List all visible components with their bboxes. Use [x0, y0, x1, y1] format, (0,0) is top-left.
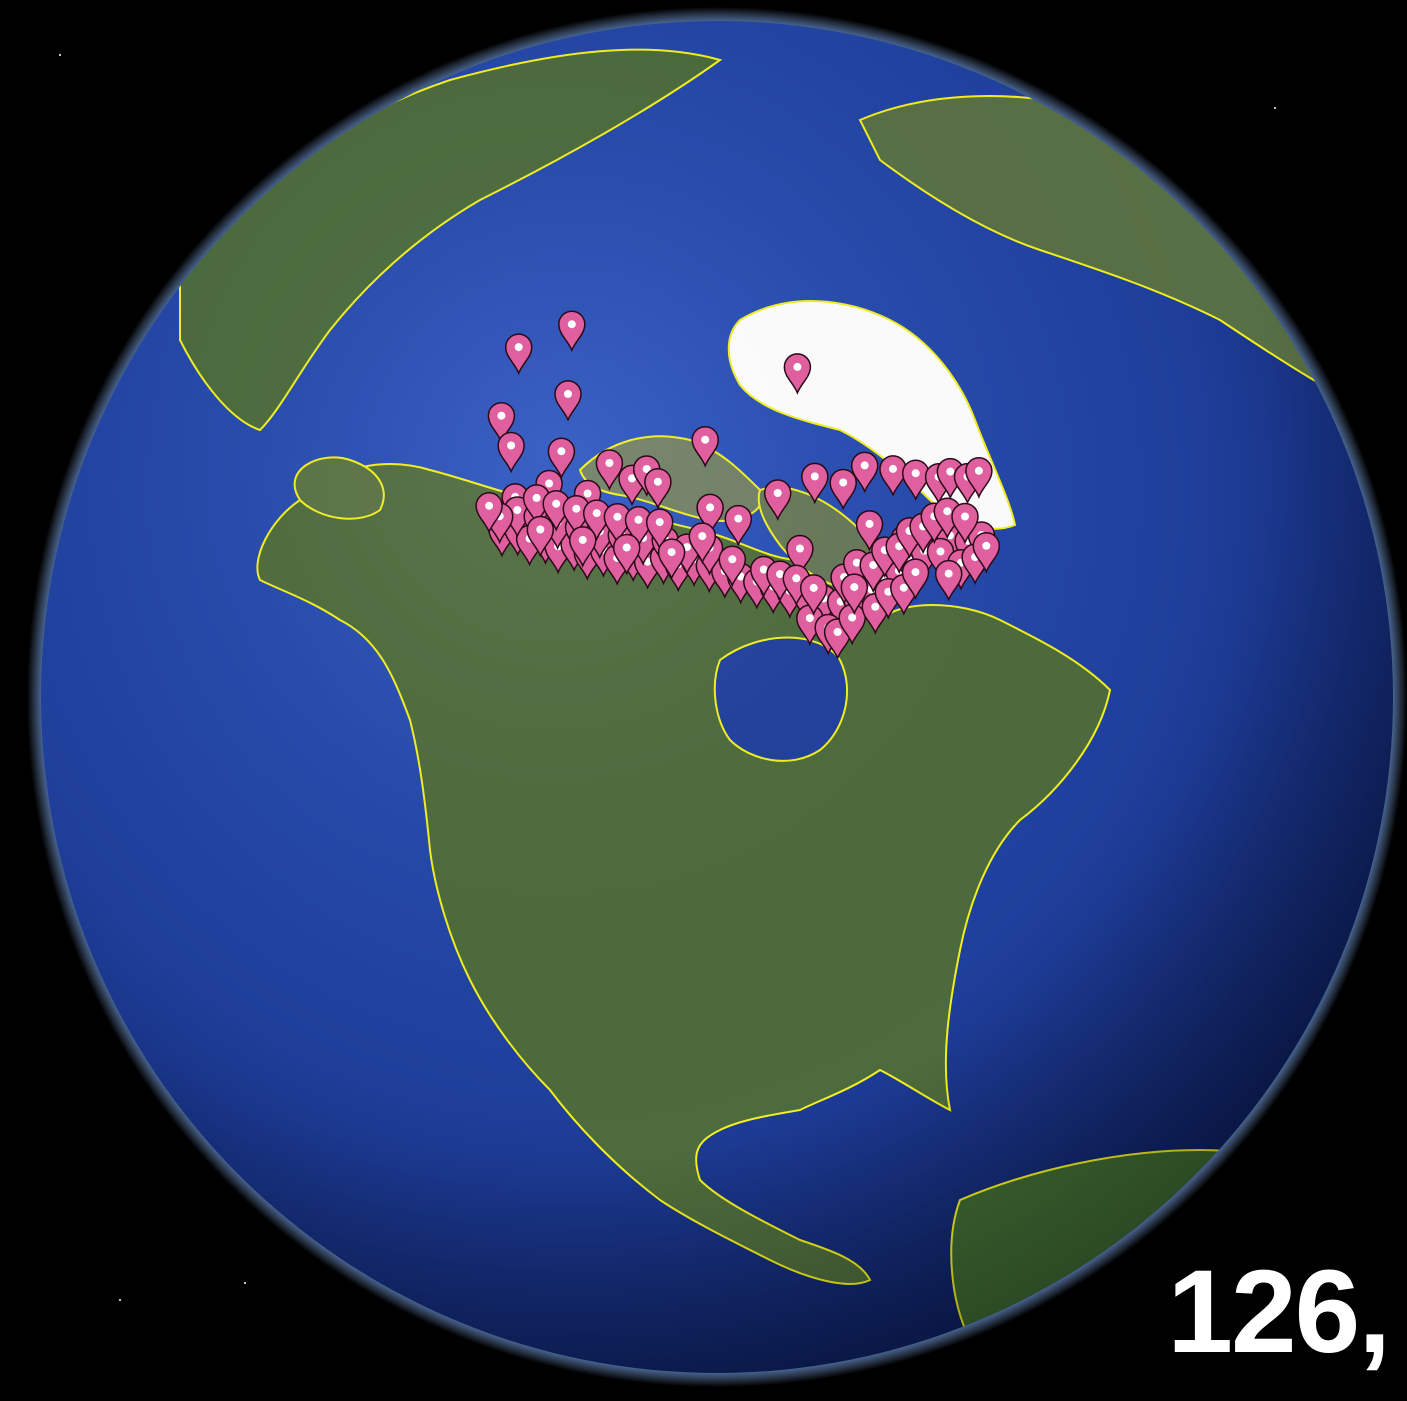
- map-pin-icon[interactable]: [829, 468, 857, 511]
- map-pin-icon[interactable]: [855, 510, 884, 552]
- map-pin-icon[interactable]: [568, 526, 597, 568]
- map-pin-icon[interactable]: [801, 462, 829, 505]
- map-pin-icon[interactable]: [724, 504, 753, 547]
- map-pin-icon[interactable]: [644, 467, 672, 510]
- map-pin-icon[interactable]: [951, 502, 979, 545]
- map-pin-icon[interactable]: [558, 310, 586, 353]
- map-pin-icon[interactable]: [763, 479, 792, 522]
- map-pin-icon[interactable]: [487, 401, 516, 444]
- map-pin-icon[interactable]: [850, 451, 879, 494]
- map-pin-icon[interactable]: [718, 545, 747, 588]
- placemark-layer[interactable]: [475, 310, 1001, 661]
- map-pin-icon[interactable]: [786, 534, 814, 577]
- map-pin-icon[interactable]: [554, 380, 582, 422]
- map-pin-icon[interactable]: [645, 508, 674, 551]
- map-pin-icon[interactable]: [691, 425, 719, 468]
- map-pin-icon[interactable]: [934, 559, 963, 602]
- map-pin-icon[interactable]: [497, 431, 525, 474]
- count-label: 126,: [1167, 1246, 1391, 1378]
- map-pin-icon[interactable]: [526, 515, 555, 558]
- map-pin-icon[interactable]: [504, 333, 533, 376]
- map-pin-icon[interactable]: [547, 437, 576, 480]
- map-pin-icon[interactable]: [688, 522, 717, 565]
- map-pin-icon[interactable]: [965, 457, 993, 499]
- map-pin-icon[interactable]: [799, 574, 828, 616]
- map-pin-icon[interactable]: [972, 532, 1001, 574]
- map-pin-icon[interactable]: [657, 538, 686, 581]
- map-pin-icon[interactable]: [612, 533, 641, 576]
- map-pin-icon[interactable]: [840, 573, 869, 616]
- map-pin-icon[interactable]: [901, 558, 930, 601]
- map-pin-icon[interactable]: [696, 493, 724, 536]
- map-pin-icon[interactable]: [475, 492, 503, 534]
- globe-shading: [41, 21, 1393, 1373]
- map-pin-icon[interactable]: [901, 459, 930, 502]
- map-pin-icon[interactable]: [879, 455, 907, 497]
- map-pin-icon[interactable]: [783, 353, 812, 395]
